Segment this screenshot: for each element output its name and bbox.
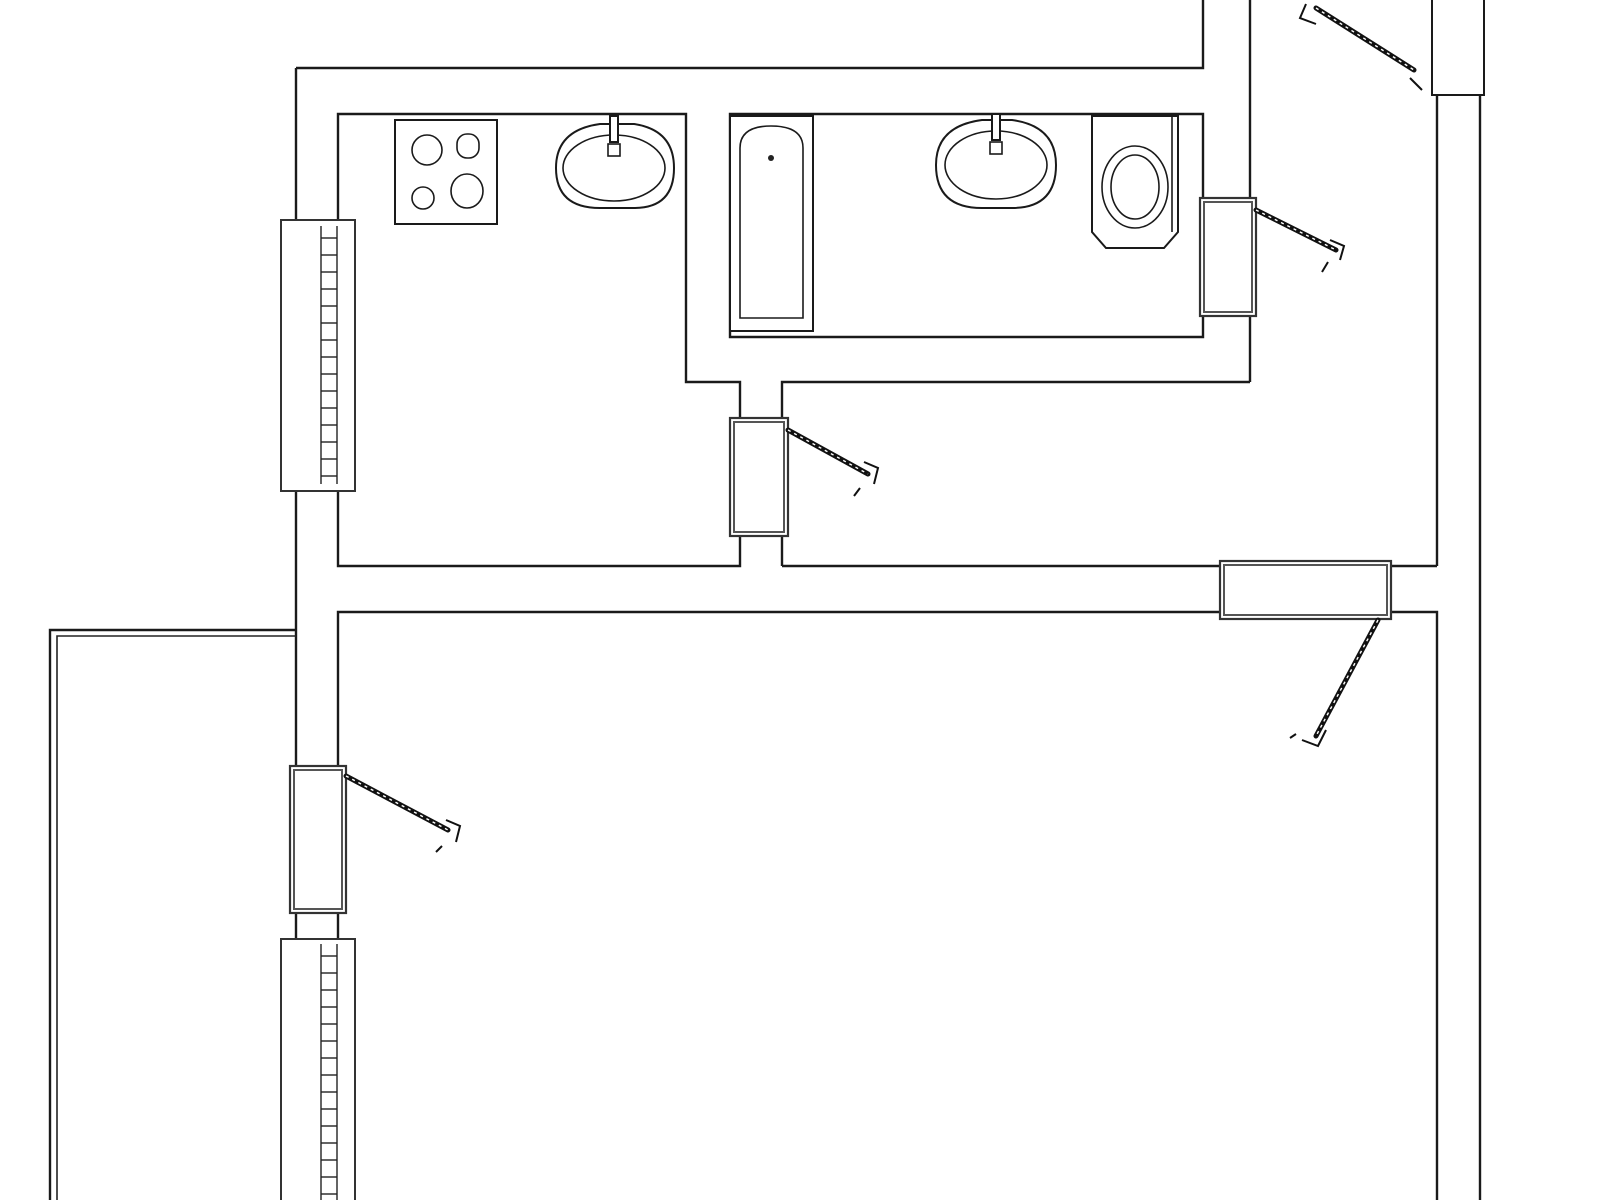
washbasin-icon xyxy=(934,113,1058,209)
kitchen-sink-icon xyxy=(554,115,676,209)
bathtub-icon xyxy=(729,115,814,332)
door-icon-living-room-east xyxy=(1218,559,1393,748)
door-icon-top-right xyxy=(1298,3,1423,91)
toilet-icon xyxy=(1091,115,1179,249)
outer-wall-top xyxy=(296,0,1205,70)
door-icon-bathroom xyxy=(1198,196,1346,318)
balcony-walls xyxy=(48,628,296,1200)
column-top-right xyxy=(1431,0,1485,96)
door-icon-living-room-west xyxy=(288,764,462,915)
door-icon-kitchen xyxy=(728,416,880,538)
cooktop-icon xyxy=(394,119,498,225)
kitchen-walls xyxy=(336,112,742,568)
hallway-walls xyxy=(780,380,1250,566)
window-living-room xyxy=(280,938,356,1200)
balcony-inner-line xyxy=(56,635,296,1200)
living-room-walls xyxy=(336,610,1439,1200)
window-kitchen xyxy=(280,219,356,492)
